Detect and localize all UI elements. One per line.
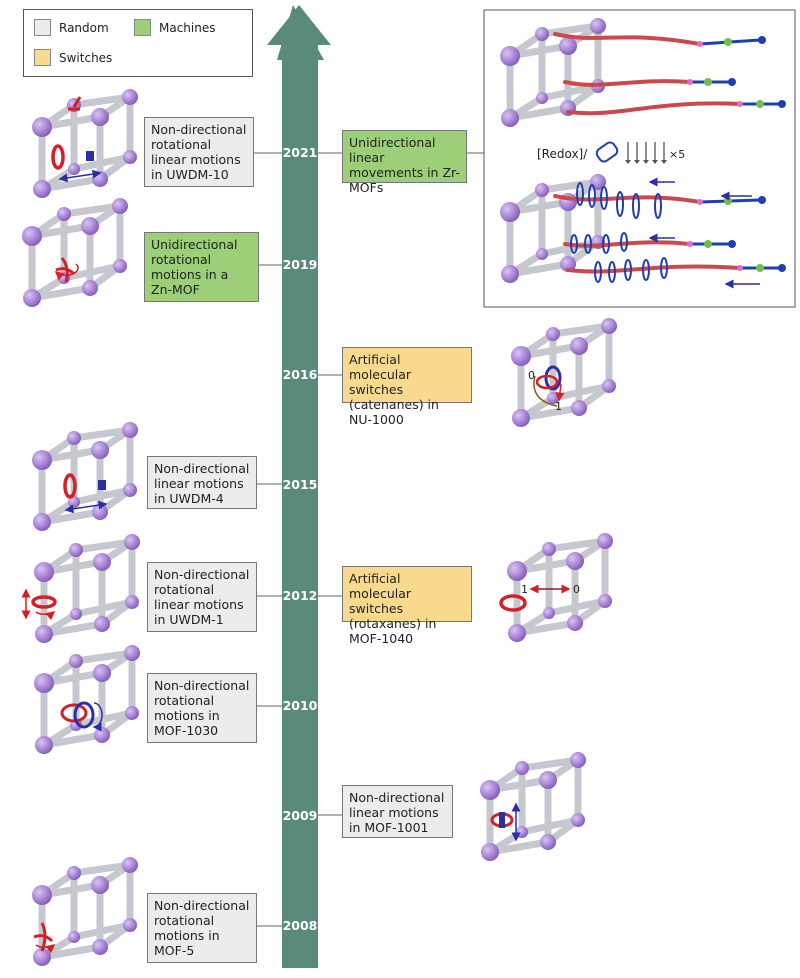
- year-label: 2016: [282, 367, 318, 382]
- cube-mof1040: 1 0: [499, 533, 613, 642]
- event-box-uwdm10: Non-directional rotational linear motion…: [144, 117, 254, 187]
- event-box-mof5: Non-directional rotational motions in MO…: [147, 893, 257, 963]
- legend-item-machines: Machines: [134, 19, 215, 36]
- year-label: 2015: [282, 477, 318, 492]
- cube-uwdm1: [21, 534, 140, 643]
- redox-row: [Redox]/ ×5: [537, 141, 685, 164]
- times-label: ×5: [669, 148, 685, 161]
- year-label: 2019: [282, 257, 318, 272]
- event-box-uwdm4: Non-directional linear motions in UWDM-4: [147, 456, 257, 509]
- event-box-zn-mof: Unidirectional rotational motions in a Z…: [144, 232, 259, 302]
- year-label: 2009: [282, 808, 318, 823]
- event-box-nu1000: Artificial molecular switches (catenanes…: [342, 347, 472, 427]
- cube-znmof: [22, 198, 128, 307]
- state-0-label-b: 0: [573, 583, 580, 596]
- legend-label: Machines: [159, 20, 216, 35]
- legend-swatch-switches: [34, 49, 51, 66]
- legend-label: Random: [59, 20, 109, 35]
- redox-label: [Redox]/: [537, 147, 588, 161]
- timeline-bar: [282, 44, 318, 968]
- cube-mof1030: [34, 645, 140, 754]
- legend-item-random: Random: [34, 19, 109, 36]
- event-box-mof1040: Artificial molecular switches (rotaxanes…: [342, 566, 472, 646]
- legend-item-switches: Switches: [34, 49, 112, 66]
- event-box-zr-mofs: Unidirectional linear movements in Zr-MO…: [342, 130, 467, 195]
- cube-uwdm4: [32, 422, 138, 531]
- state-1-label: 1: [555, 400, 562, 413]
- cube-mof1001: [480, 752, 586, 861]
- year-label: 2008: [282, 918, 318, 933]
- cube-nu1000: 0 1: [511, 318, 617, 427]
- event-box-uwdm1: Non-directional rotational linear motion…: [147, 562, 257, 632]
- event-box-mof1001: Non-directional linear motions in MOF-10…: [342, 785, 453, 838]
- legend-swatch-random: [34, 19, 51, 36]
- cube-mof5: [32, 857, 138, 966]
- legend: Random Machines Switches: [23, 9, 253, 77]
- state-0-label: 0: [528, 369, 535, 382]
- legend-label: Switches: [59, 50, 113, 65]
- year-label: 2012: [282, 588, 318, 603]
- year-label: 2010: [282, 698, 318, 713]
- event-box-mof1030: Non-directional rotational motions in MO…: [147, 673, 257, 743]
- legend-swatch-machines: [134, 19, 151, 36]
- year-label: 2021: [282, 145, 318, 160]
- cube-uwdm10: [32, 89, 138, 198]
- state-1-label-b: 1: [521, 583, 528, 596]
